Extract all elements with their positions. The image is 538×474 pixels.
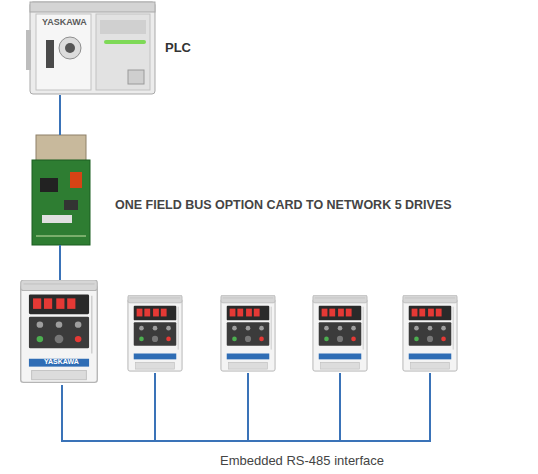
drive-unit bbox=[221, 295, 275, 371]
plc-device bbox=[26, 2, 155, 94]
bus-connector bbox=[59, 245, 61, 280]
drive-unit bbox=[403, 295, 457, 371]
drive-unit bbox=[21, 280, 98, 382]
option-card-node: ONE FIELD BUS OPTION CARD TO NETWORK 5 D… bbox=[32, 135, 90, 245]
option-card bbox=[32, 135, 90, 245]
brand-logo: YASKAWA bbox=[42, 17, 87, 27]
rs485-bus bbox=[61, 373, 431, 441]
brand-logo: YASKAWA bbox=[44, 358, 79, 366]
drive-unit bbox=[313, 295, 367, 371]
plc-node: YASKAWAPLC bbox=[28, 0, 156, 95]
bus-connector bbox=[59, 95, 61, 135]
drive-unit bbox=[128, 295, 182, 371]
device-title: PLC bbox=[165, 40, 191, 56]
bus-label: Embedded RS-485 interface bbox=[220, 453, 384, 468]
callout-heading: ONE FIELD BUS OPTION CARD TO NETWORK 5 D… bbox=[115, 197, 452, 213]
drive-node: YASKAWA bbox=[18, 280, 100, 385]
